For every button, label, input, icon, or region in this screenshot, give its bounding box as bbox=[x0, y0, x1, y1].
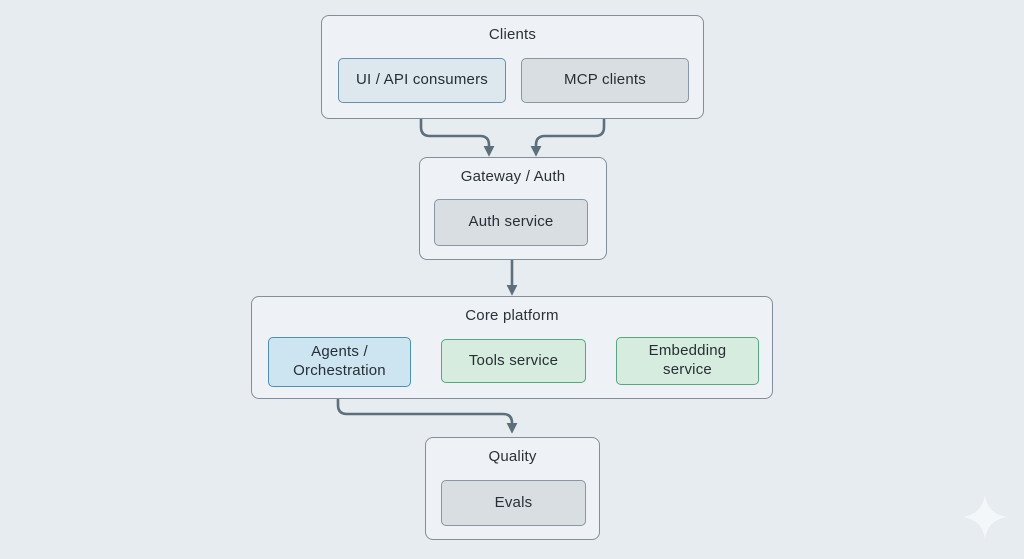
group-title-core-platform: Core platform bbox=[465, 307, 559, 324]
node-label: Auth service bbox=[468, 213, 554, 231]
group-title-quality: Quality bbox=[488, 448, 537, 465]
node-label: Agents / Orchestration bbox=[293, 343, 386, 379]
node-ui-api-consumers: UI / API consumers bbox=[338, 58, 506, 103]
node-label: Embedding service bbox=[648, 342, 727, 378]
node-label: Tools service bbox=[468, 351, 559, 369]
group-title-gateway-auth: Gateway / Auth bbox=[460, 168, 566, 185]
node-auth-service: Auth service bbox=[434, 199, 588, 246]
node-tools-service: Tools service bbox=[441, 339, 586, 383]
group-clients: Clients UI / API consumers MCP clients bbox=[321, 15, 704, 119]
node-label: UI / API consumers bbox=[356, 71, 488, 89]
node-evals: Evals bbox=[441, 480, 586, 526]
node-label: MCP clients bbox=[564, 71, 646, 89]
group-gateway-auth: Gateway / Auth Auth service bbox=[419, 157, 607, 260]
node-label: Evals bbox=[494, 493, 533, 511]
group-quality: Quality Evals bbox=[425, 437, 600, 540]
group-title-clients: Clients bbox=[488, 26, 537, 43]
node-agents-orchestration: Agents / Orchestration bbox=[268, 337, 411, 387]
group-core-platform: Core platform Agents / Orchestration Too… bbox=[251, 296, 773, 399]
sparkle-icon bbox=[962, 494, 1008, 540]
node-embedding-service: Embedding service bbox=[616, 337, 759, 385]
node-mcp-clients: MCP clients bbox=[521, 58, 689, 103]
